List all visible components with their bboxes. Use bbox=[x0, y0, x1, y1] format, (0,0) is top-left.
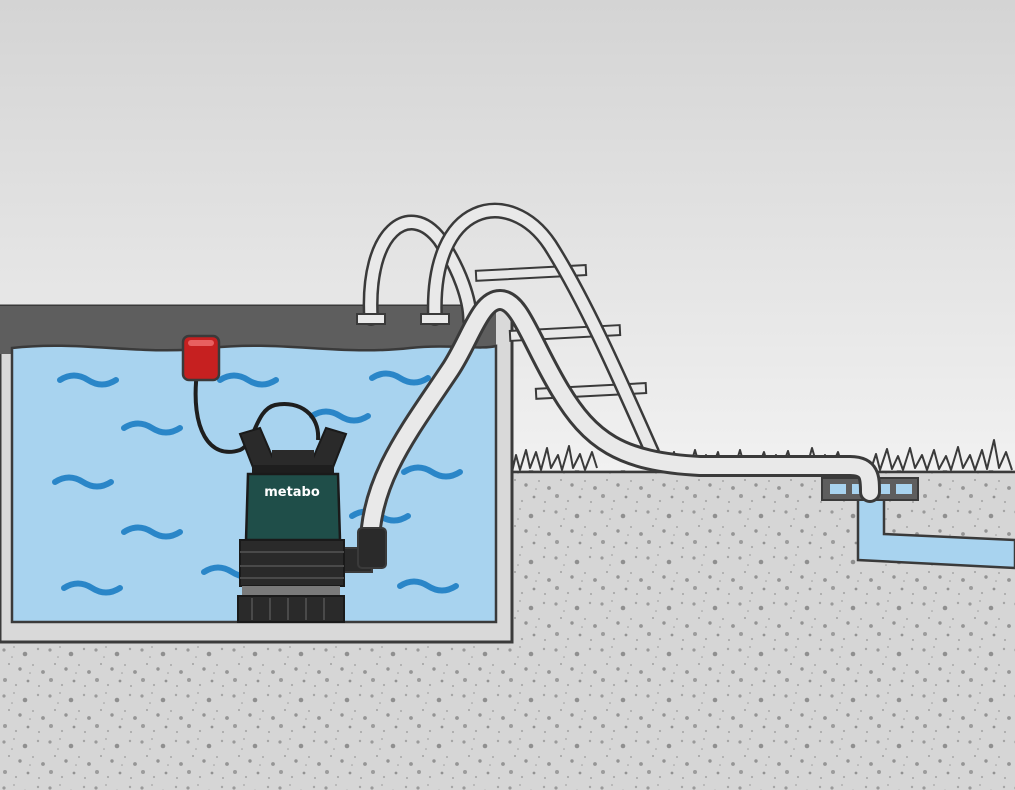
float-switch-icon bbox=[181, 334, 221, 382]
brand-logo: metabo bbox=[264, 485, 320, 500]
ground bbox=[0, 470, 1015, 790]
submersible-pump-icon: metabo bbox=[237, 426, 387, 623]
pool-ladder-icon bbox=[356, 202, 660, 460]
water-waves bbox=[52, 370, 463, 596]
hose-icon bbox=[359, 289, 881, 556]
